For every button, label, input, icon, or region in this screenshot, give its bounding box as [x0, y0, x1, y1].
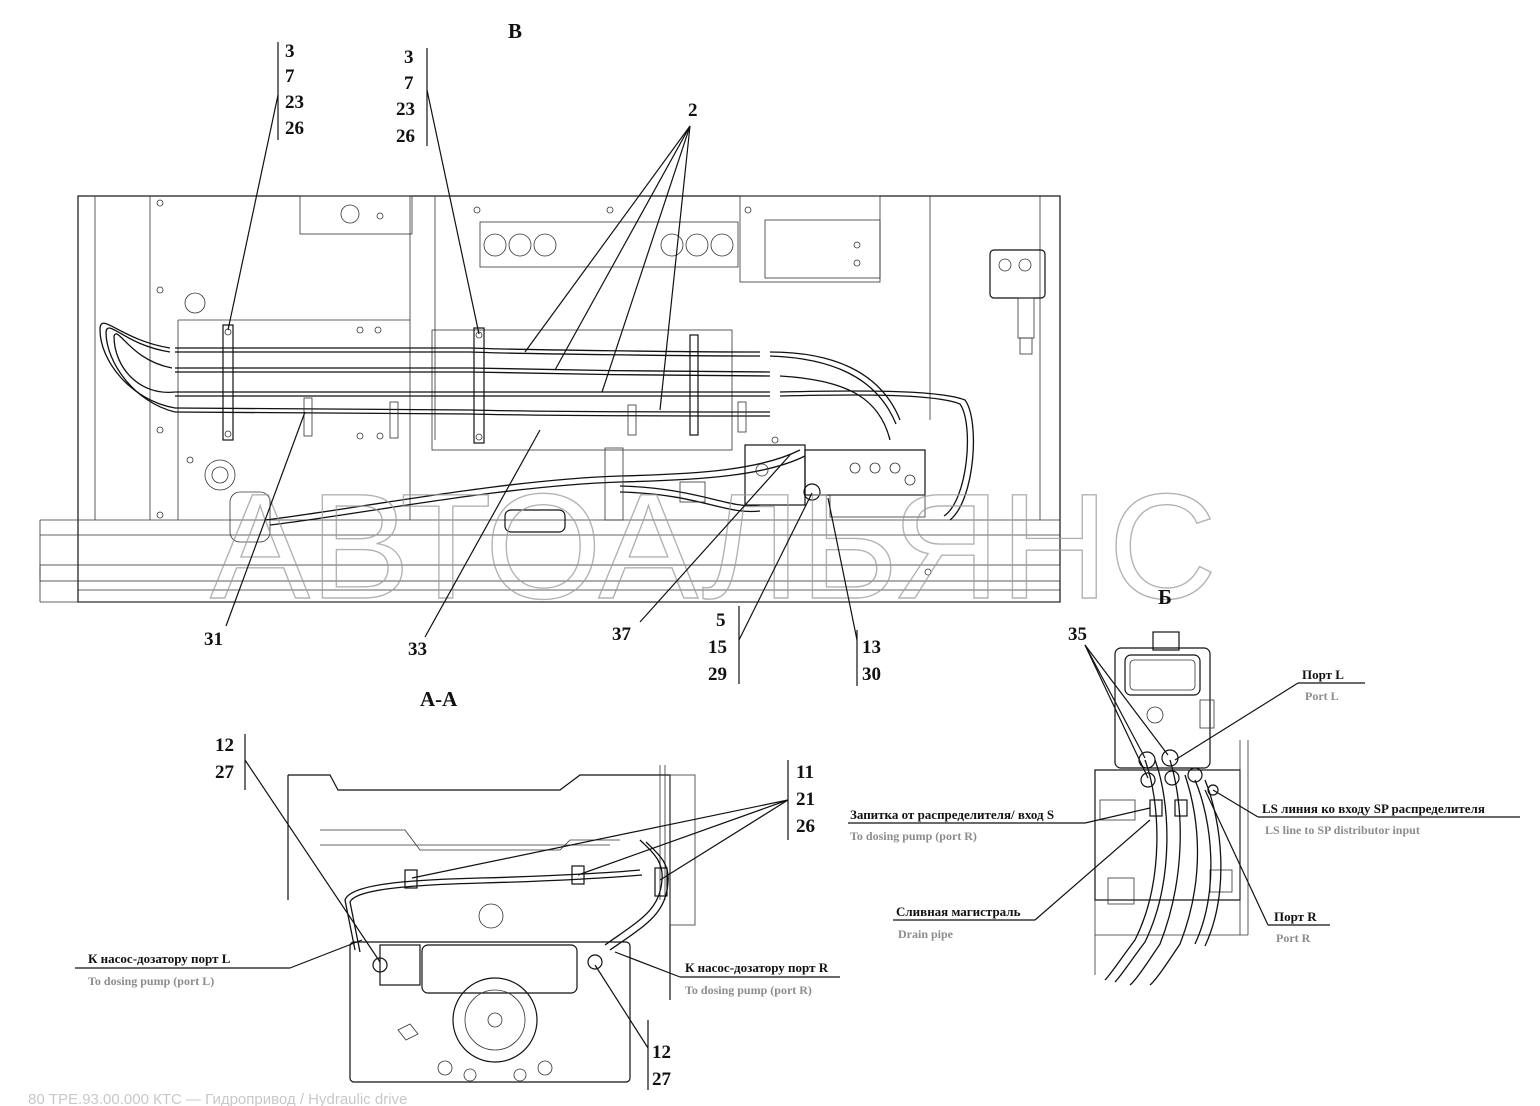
supply-s-ru: Запитка от распределителя/ вход S: [850, 807, 1054, 822]
hose-bundle-top: [99, 322, 974, 526]
watermark: АВТОАЛЬЯНС: [210, 462, 1217, 630]
callout-c3-1: 5: [716, 610, 726, 631]
page-footer: 80 ТРЕ.93.00.000 КТС — Гидропривод / Hyd…: [28, 1091, 407, 1106]
view-title-detail: Б: [1158, 585, 1172, 609]
section-view-body: [287, 765, 696, 1083]
callout-c6-2: 21: [796, 789, 815, 810]
callout-c1-2: 7: [285, 66, 295, 87]
callout-31: 31: [204, 411, 306, 650]
callout-c3-3: 29: [708, 664, 727, 685]
callout-c5-1: 12: [215, 735, 234, 756]
callout-group-left: 3 7 23 26: [227, 41, 304, 331]
callout-group-12-27-bottom: 12 27: [594, 964, 672, 1090]
callout-c6-3: 26: [796, 816, 815, 837]
label-supply-s: Запитка от распределителя/ вход S To dos…: [848, 807, 1151, 843]
callout-group-11-21-26: 11 21 26: [411, 760, 815, 881]
callout-2: 2: [524, 100, 698, 411]
callout-c1-1: 3: [285, 41, 295, 62]
callout-c1-4: 26: [285, 118, 304, 139]
callout-c4-1: 13: [862, 637, 881, 658]
dosing-l-en: To dosing pump (port L): [88, 974, 214, 988]
callout-35-num: 35: [1068, 624, 1087, 645]
dosing-l-ru: К насос-дозатору порт L: [88, 951, 231, 966]
callout-c1-3: 23: [285, 92, 304, 113]
port-l-ru: Порт L: [1302, 667, 1344, 682]
port-r-en: Port R: [1276, 931, 1311, 945]
callout-37-num: 37: [612, 624, 632, 645]
dosing-r-ru: К насос-дозатору порт R: [685, 960, 829, 975]
port-r-ru: Порт R: [1274, 909, 1317, 924]
clamps-top: [222, 324, 747, 444]
callout-c3-2: 15: [708, 637, 727, 658]
drain-en: Drain pipe: [898, 927, 954, 941]
detail-view-body: [1094, 631, 1249, 986]
callout-31-num: 31: [204, 629, 223, 650]
label-drain: Сливная магистраль Drain pipe: [893, 819, 1151, 941]
supply-s-en: To dosing pump (port R): [850, 829, 977, 843]
callout-2-num: 2: [688, 100, 698, 121]
distributor-block: [39, 444, 1061, 582]
view-title-section: А-А: [420, 687, 458, 711]
ls-line-ru: LS линия ко входу SP распределителя: [1262, 801, 1485, 816]
callout-c2-4: 26: [396, 126, 415, 147]
callout-c6-1: 11: [796, 762, 814, 783]
label-port-r: Порт R Port R: [1204, 789, 1330, 945]
callout-c5-2: 27: [215, 762, 235, 783]
top-view-frame: [39, 195, 1061, 603]
callout-c7-2: 27: [652, 1069, 672, 1090]
dosing-r-en: To dosing pump (port R): [685, 983, 812, 997]
view-title-top: В: [508, 19, 522, 43]
callout-c2-2: 7: [404, 73, 414, 94]
label-dosing-port-r: К насос-дозатору порт R To dosing pump (…: [614, 951, 840, 997]
callout-c4-2: 30: [862, 664, 881, 685]
callout-group-13-30: 13 30: [827, 497, 881, 686]
callout-33-num: 33: [408, 639, 427, 660]
callout-c2-1: 3: [404, 47, 414, 68]
label-port-l: Порт L Port L: [1174, 667, 1365, 761]
port-l-en: Port L: [1305, 689, 1339, 703]
label-ls-line: LS линия ко входу SP распределителя LS l…: [1212, 789, 1520, 837]
callout-c7-1: 12: [652, 1042, 671, 1063]
callout-group-5-15-29: 5 15 29: [708, 492, 813, 685]
callout-group-center: 3 7 23 26: [396, 47, 480, 335]
ls-line-en: LS line to SP distributor input: [1265, 823, 1420, 837]
callout-33: 33: [408, 429, 541, 660]
callout-c2-3: 23: [396, 99, 415, 120]
callout-group-12-27-top: 12 27: [215, 734, 381, 963]
drain-ru: Сливная магистраль: [896, 904, 1021, 919]
label-dosing-port-l: К насос-дозатору порт L To dosing pump (…: [75, 939, 363, 988]
callout-35: 35: [1068, 624, 1169, 779]
callout-37: 37: [612, 454, 791, 645]
